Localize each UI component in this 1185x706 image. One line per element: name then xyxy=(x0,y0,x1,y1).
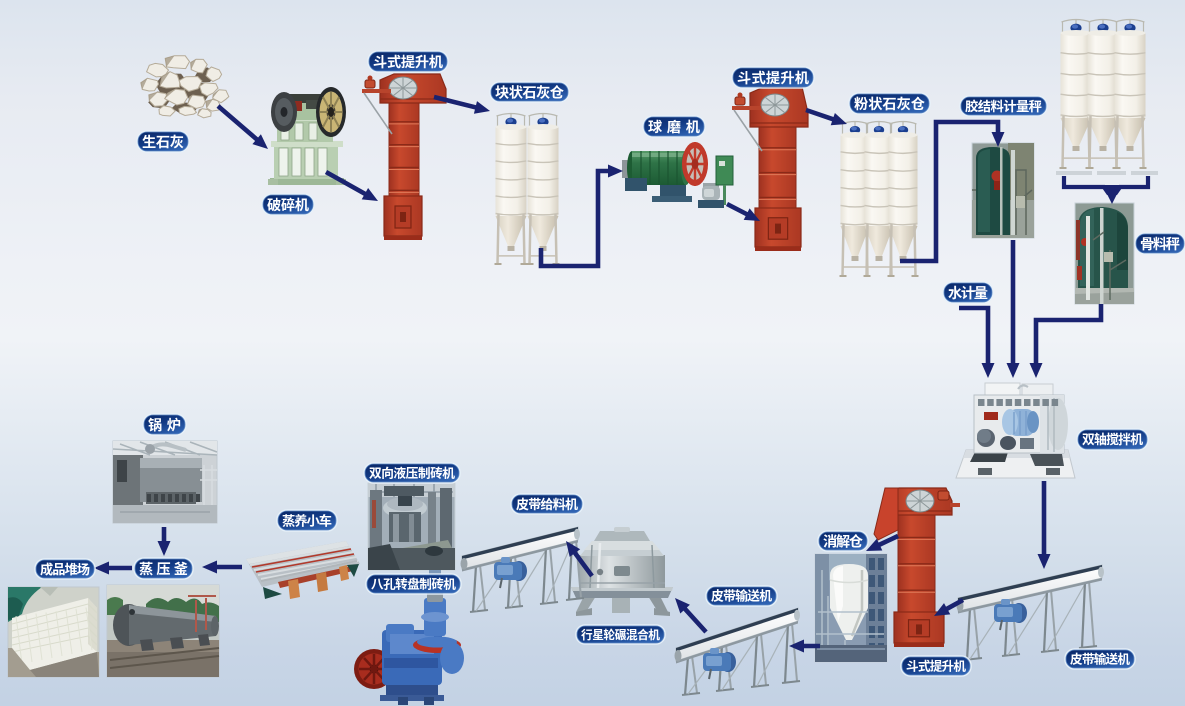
svg-text:生石灰: 生石灰 xyxy=(142,132,184,152)
svg-text:消解仓: 消解仓 xyxy=(823,531,863,551)
svg-text:蒸养小车: 蒸养小车 xyxy=(282,510,332,529)
svg-text:粉状石灰仓: 粉状石灰仓 xyxy=(854,94,925,114)
svg-text:双轴搅拌机: 双轴搅拌机 xyxy=(1082,429,1143,448)
svg-text:斗式提升机: 斗式提升机 xyxy=(906,656,966,675)
svg-text:皮带输送机: 皮带输送机 xyxy=(1070,649,1130,668)
svg-text:球磨机: 球磨机 xyxy=(648,117,701,137)
svg-text:骨料秤: 骨料秤 xyxy=(1140,234,1180,254)
svg-text:斗式提升机: 斗式提升机 xyxy=(737,68,810,88)
svg-text:皮带输送机: 皮带输送机 xyxy=(711,586,772,605)
svg-text:胶结料计量秤: 胶结料计量秤 xyxy=(965,96,1042,115)
svg-text:斗式提升机: 斗式提升机 xyxy=(373,52,444,72)
svg-text:皮带给料机: 皮带给料机 xyxy=(516,494,578,513)
svg-text:块状石灰仓: 块状石灰仓 xyxy=(495,82,564,102)
svg-text:行星轮碾混合机: 行星轮碾混合机 xyxy=(581,626,660,643)
svg-text:八孔转盘制砖机: 八孔转盘制砖机 xyxy=(371,574,456,593)
svg-text:蒸压釜: 蒸压釜 xyxy=(139,559,188,579)
svg-text:水计量: 水计量 xyxy=(948,283,988,303)
svg-text:破碎机: 破碎机 xyxy=(267,195,310,215)
svg-text:双向液压制砖机: 双向液压制砖机 xyxy=(369,463,455,482)
svg-text:成品堆场: 成品堆场 xyxy=(40,559,90,578)
